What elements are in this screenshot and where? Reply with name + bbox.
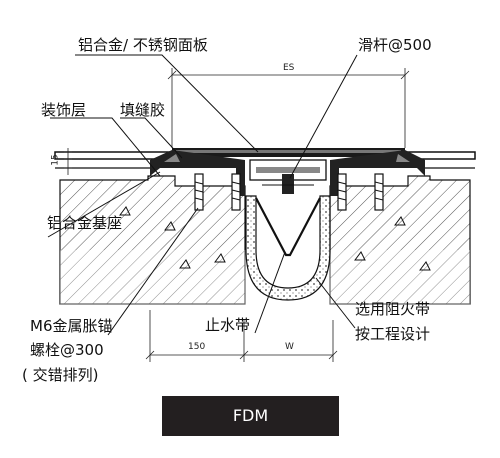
caption-text: FDM xyxy=(232,406,269,425)
dim-15-marker xyxy=(64,148,72,175)
label-fire-belt-line1: 选用阻火带 xyxy=(355,300,431,318)
label-m6-anchor-line3: ( 交错排列) xyxy=(22,366,99,384)
label-aluminum-stainless-panel: 铝合金/ 不锈钢面板 xyxy=(78,36,208,54)
label-water-stop: 止水带 xyxy=(205,316,251,334)
label-filler-glue: 填缝胶 xyxy=(120,101,166,119)
anchor-bolts xyxy=(194,173,384,211)
slide-bar xyxy=(249,159,327,194)
concrete-aggregate-marks xyxy=(119,206,431,271)
dim-150-label: 150 xyxy=(188,342,206,352)
label-aluminum-base: 铝合金基座 xyxy=(47,214,123,232)
es-dimension xyxy=(167,68,410,148)
label-decor-layer: 装饰层 xyxy=(41,101,87,119)
dim-w-label: W xyxy=(285,342,294,352)
bottom-dimensions xyxy=(145,310,338,362)
dim-es-label: ES xyxy=(283,63,295,73)
right-aluminum-base xyxy=(330,150,425,196)
label-m6-anchor-line2: 螺栓@300 xyxy=(30,341,104,359)
left-aluminum-base xyxy=(150,150,245,196)
cover-plate xyxy=(172,148,405,157)
leader-lines xyxy=(47,54,358,336)
fire-belt xyxy=(245,195,331,301)
right-concrete-slab xyxy=(329,175,471,305)
label-m6-anchor-line1: M6金属胀锚 xyxy=(30,317,113,335)
label-fire-belt-line2: 按工程设计 xyxy=(355,325,431,343)
water-stop xyxy=(255,197,321,257)
caption-bar: FDM xyxy=(162,396,339,436)
label-slide-bar: 滑杆@500 xyxy=(358,36,432,54)
dim-15-label: 15 xyxy=(50,154,61,166)
